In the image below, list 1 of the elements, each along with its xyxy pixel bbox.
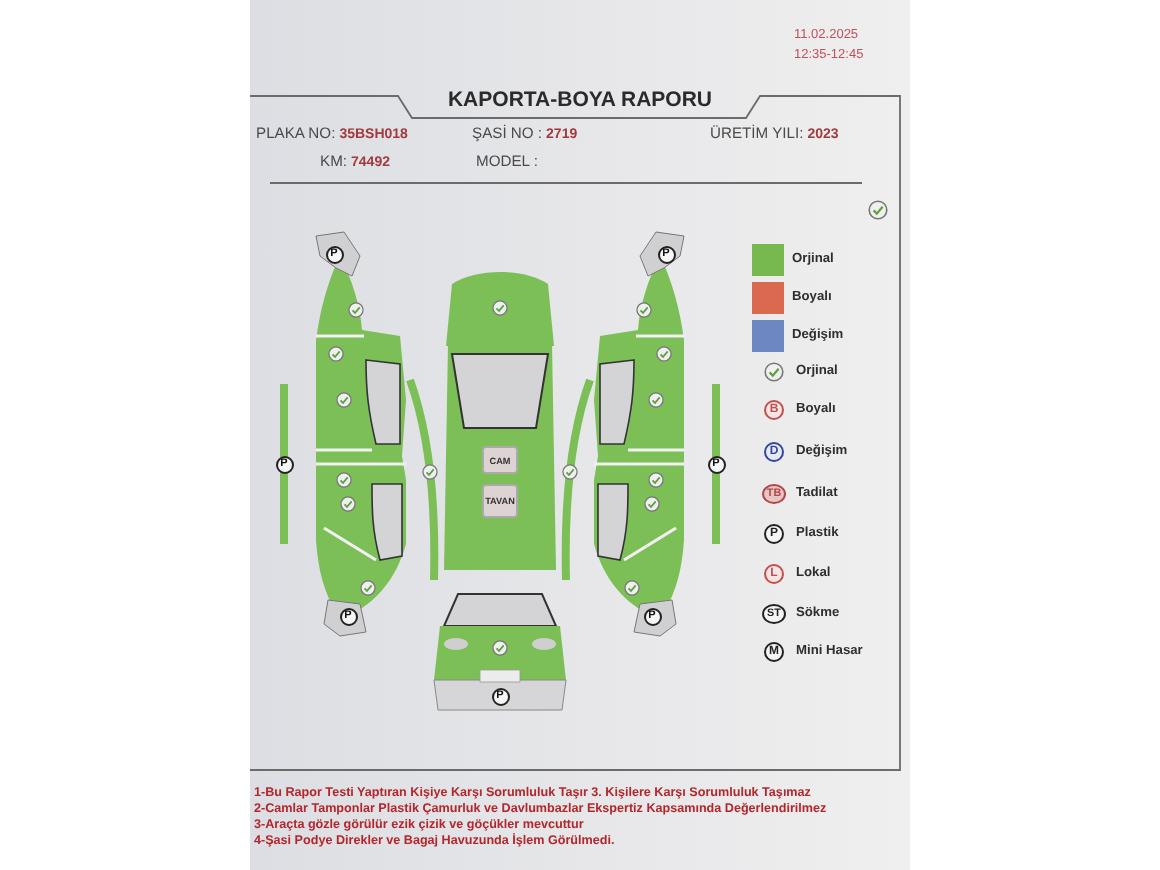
report-title: KAPORTA-BOYA RAPORU: [447, 90, 713, 111]
